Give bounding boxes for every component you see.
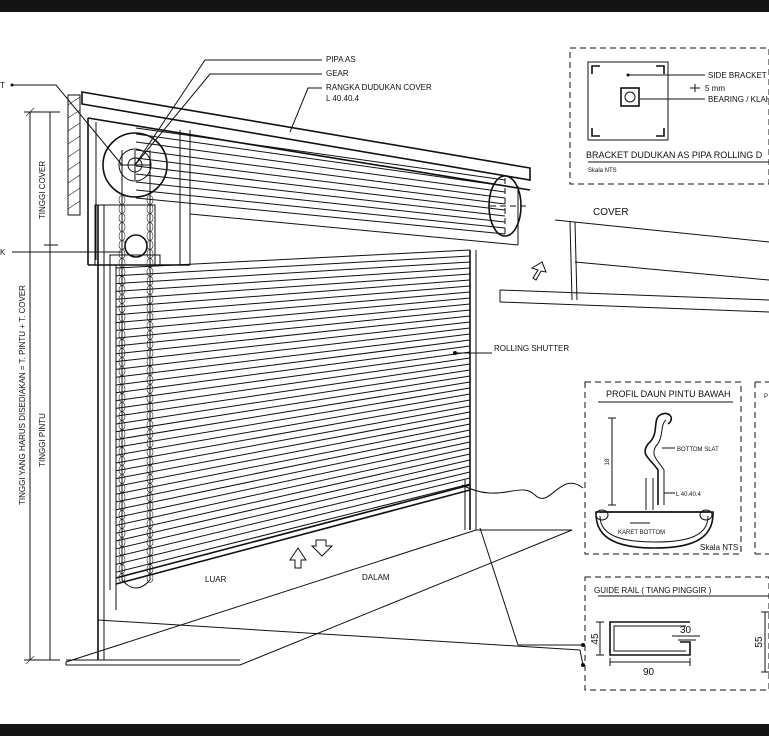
label-tinggi-total: TINGGI YANG HARUS DISEDIAKAN = T. PINTU …	[18, 285, 27, 505]
label-rangka: RANGKA DUDUKAN COVER	[326, 83, 432, 92]
up-down-arrow-icon	[289, 539, 334, 569]
label-dim-30: 30	[680, 625, 692, 636]
label-l-section: L 40.40.4	[676, 492, 701, 498]
main-elevation: PIPA AS GEAR RANGKA DUDUKAN COVER L 40.4…	[0, 55, 585, 667]
label-dim-55: 55	[754, 636, 765, 648]
bearing-square-icon	[620, 87, 640, 107]
bottom-border	[0, 724, 769, 736]
label-bearing: BEARING / KLAHA	[708, 95, 769, 104]
label-side-bracket: SIDE BRACKET S	[708, 71, 769, 80]
gear-icon	[102, 132, 168, 198]
label-karet: KARET BOTTOM	[618, 530, 665, 536]
cover-detail: COVER	[499, 207, 769, 313]
label-5mm: 5 mm	[705, 84, 725, 93]
bracket-title: BRACKET DUDUKAN AS PIPA ROLLING D	[586, 150, 763, 160]
top-border	[0, 0, 769, 12]
cover-arrow-icon	[530, 261, 547, 281]
floor	[65, 527, 585, 667]
cover-top	[81, 91, 531, 181]
label-pipa-as: PIPA AS	[326, 55, 356, 64]
profil-title: PROFIL DAUN PINTU BAWAH	[606, 389, 731, 399]
label-rangka-size: L 40.40.4	[326, 94, 360, 103]
label-dalam: DALAM	[362, 573, 390, 582]
bracket-panel: SIDE BRACKET S 5 mm BEARING / KLAHA BRAC…	[569, 47, 769, 185]
guide-title: GUIDE RAIL ( TIANG PINGGIR )	[594, 586, 712, 595]
roller-drum	[135, 127, 506, 235]
label-cover: COVER	[593, 207, 629, 218]
label-dim-45: 45	[590, 633, 601, 645]
hand-chain	[121, 150, 151, 589]
shutter-slats	[115, 249, 471, 573]
guide-rail-panel: GUIDE RAIL ( TIANG PINGGIR ) 45 30 90 55	[584, 576, 769, 691]
label-luar: LUAR	[205, 575, 227, 584]
label-tinggi-cover: TINGGI COVER	[38, 161, 47, 219]
karet-bottom	[595, 511, 714, 549]
leaders	[12, 59, 584, 499]
label-tinggi-pintu: TINGGI PINTU	[38, 413, 47, 467]
label-right-cut: P	[764, 394, 768, 400]
bracket-scale: Skala NTS	[588, 168, 617, 174]
label-dim-90: 90	[643, 667, 655, 678]
bearing-icon	[124, 234, 148, 258]
label-bottom-slat: BOTTOM SLAT	[677, 447, 719, 453]
label-gear: GEAR	[326, 69, 349, 78]
profil-panel: PROFIL DAUN PINTU BAWAH BOTTOM SLAT 18 L…	[584, 381, 769, 555]
wall-section	[67, 94, 81, 216]
profil-scale: Skala NTS	[700, 543, 738, 552]
label-left-cut-top: T	[0, 81, 5, 90]
label-dim-18: 18	[605, 458, 611, 465]
bottom-slat	[115, 484, 471, 579]
label-left-cut-bottom: K	[0, 248, 6, 257]
label-rolling-shutter: ROLLING SHUTTER	[494, 344, 569, 353]
